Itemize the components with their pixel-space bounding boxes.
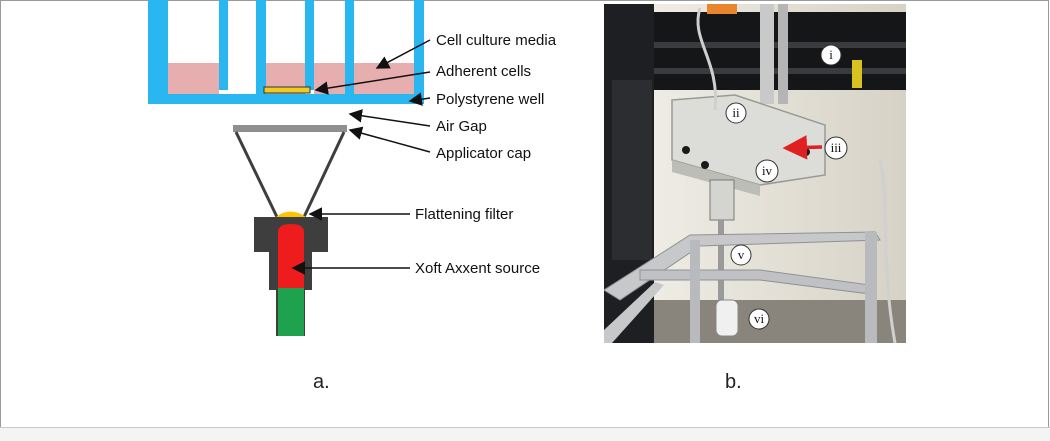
arrow-airgap: [348, 109, 431, 127]
arrow-cells: [314, 71, 431, 95]
well-divider: [219, 0, 228, 90]
label-air-gap: Air Gap: [436, 118, 487, 135]
photo-cable: [878, 159, 897, 343]
photo-marker-v: v: [730, 244, 752, 266]
photo-frame-leg: [690, 240, 700, 343]
photo-orange-part: [707, 4, 737, 14]
label-applicator-cap: Applicator cap: [436, 145, 531, 162]
photo-marker-i: i: [820, 44, 842, 66]
marker-label-i: i: [829, 47, 833, 62]
photo-aluminum-frame: [604, 231, 881, 301]
photo-acrylic-edge: [672, 160, 760, 196]
label-adherent-cells: Adherent cells: [436, 63, 531, 80]
photo-screw: [701, 161, 709, 169]
marker-label-iv: iv: [762, 163, 773, 178]
photo-frame-diagonal: [604, 282, 664, 343]
culture-media-well-1: [168, 63, 219, 94]
marker-label-vi: vi: [754, 311, 765, 326]
label-cell-culture-media: Cell culture media: [436, 32, 557, 49]
photo-holder: [709, 179, 735, 221]
photo-device: [715, 299, 739, 337]
xoft-source-red: [278, 224, 304, 288]
marker-label-ii: ii: [732, 105, 740, 120]
photo-marker-iv: iv: [755, 159, 779, 183]
photo-yellow-tab: [852, 60, 862, 88]
xoft-source-green: [278, 288, 304, 336]
schematic-panel-a: Cell culture media Adherent cells Polyst…: [148, 0, 557, 393]
photo-marker-vi: vi: [748, 308, 770, 330]
label-polystyrene-well: Polystyrene well: [436, 91, 544, 108]
panel-label-b: b.: [725, 371, 742, 393]
photo-frame-leg: [865, 232, 877, 343]
photo-marker-ii: ii: [725, 102, 747, 124]
photo-screw: [682, 146, 690, 154]
figure-bottom-strip: [0, 427, 1050, 441]
panel-label-a: a.: [313, 371, 330, 393]
photo-red-arrow: [782, 135, 823, 160]
marker-label-iii: iii: [831, 140, 842, 155]
applicator-cone-right: [302, 131, 346, 218]
label-flattening-filter: Flattening filter: [415, 206, 513, 223]
label-xoft-axxent-source: Xoft Axxent source: [415, 260, 540, 277]
applicator-cap-bar: [233, 125, 347, 132]
culture-media-well-3: [354, 63, 414, 94]
photo-panel-b: i ii iii iv v vi b.: [604, 4, 906, 393]
arrow-media: [375, 39, 431, 69]
flattening-filter: [276, 211, 306, 217]
applicator-cone-left: [234, 131, 279, 218]
photo-post: [778, 4, 788, 104]
arrow-cap: [348, 126, 431, 153]
marker-label-v: v: [738, 247, 745, 262]
photo-marker-iii: iii: [824, 136, 848, 160]
photo-post: [760, 4, 774, 104]
arrow-well: [408, 92, 431, 106]
well-divider: [305, 0, 314, 90]
photo-source-rod: [718, 220, 724, 310]
adherent-cells-layer: [263, 86, 311, 94]
photo-left-panel: [612, 80, 652, 260]
photo-cable: [696, 7, 718, 111]
